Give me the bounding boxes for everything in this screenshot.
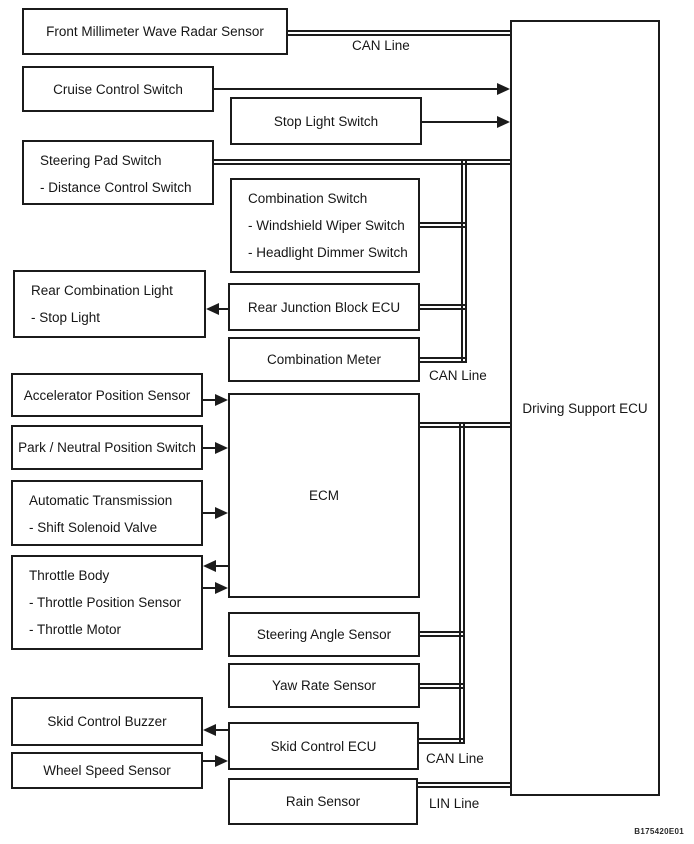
lin-line-rain-sensor-to-driving-support-ecu	[418, 782, 510, 788]
line-rear-junction-to-rear-combination-light	[218, 308, 228, 310]
can-branch-combination-switch	[420, 222, 467, 228]
node-combination-meter: Combination Meter	[228, 337, 420, 382]
node-cruise-control-switch: Cruise Control Switch	[22, 66, 214, 112]
node-ecm: ECM	[228, 393, 420, 598]
node-park-neutral-position-switch: Park / Neutral Position Switch	[11, 425, 203, 470]
node-skid-control-ecu: Skid Control ECU	[228, 722, 419, 770]
can-trunk-lower	[459, 422, 465, 744]
node-label: Driving Support ECU	[522, 400, 648, 416]
arrow-to-rear-combination-light-icon	[206, 303, 219, 315]
line-accelerator-sensor-to-ecm	[203, 399, 216, 401]
node-sublabel: - Windshield Wiper Switch	[248, 218, 405, 233]
node-label: Accelerator Position Sensor	[23, 387, 191, 403]
arrow-skid-control-ecu-to-buzzer-icon	[203, 724, 216, 736]
line-park-neutral-switch-to-ecm	[203, 447, 216, 449]
node-label: Yaw Rate Sensor	[271, 678, 377, 693]
node-label: Combination Meter	[266, 352, 382, 367]
arrow-wheel-speed-sensor-to-skid-control-ecu-icon	[215, 755, 228, 767]
can-branch-skid-control-ecu	[419, 738, 465, 744]
node-label: Stop Light Switch	[273, 113, 379, 129]
node-sublabel: - Shift Solenoid Valve	[29, 520, 158, 535]
line-skid-control-ecu-to-buzzer	[215, 729, 228, 731]
node-label: Automatic Transmission	[29, 493, 173, 508]
node-label: Cruise Control Switch	[53, 81, 183, 97]
node-rain-sensor: Rain Sensor	[228, 778, 418, 825]
arrow-cruise-to-driving-support-ecu-icon	[497, 83, 510, 95]
node-label: Throttle Body	[29, 568, 110, 583]
can-line-radar-to-driving-support-ecu	[288, 30, 510, 36]
line-ecm-to-throttle-body	[215, 565, 228, 567]
node-wheel-speed-sensor: Wheel Speed Sensor	[11, 752, 203, 789]
node-label: Park / Neutral Position Switch	[18, 440, 196, 455]
node-skid-control-buzzer: Skid Control Buzzer	[11, 697, 203, 746]
can-line-label-bottom: CAN Line	[426, 751, 484, 766]
node-steering-angle-sensor: Steering Angle Sensor	[228, 612, 420, 657]
node-label: Rear Junction Block ECU	[247, 299, 401, 315]
arrow-ecm-to-throttle-body-icon	[203, 560, 216, 572]
node-sublabel: - Headlight Dimmer Switch	[248, 245, 408, 260]
can-branch-rear-junction-block-ecu	[420, 304, 467, 310]
arrow-throttle-body-to-ecm-icon	[215, 582, 228, 594]
can-line-steering-pad-to-driving-support-ecu	[214, 159, 510, 165]
node-label: Steering Angle Sensor	[256, 627, 392, 642]
line-throttle-body-to-ecm	[203, 587, 216, 589]
node-throttle-body: Throttle Body - Throttle Position Sensor…	[11, 555, 203, 650]
arrow-stop-light-switch-to-driving-support-ecu-icon	[497, 116, 510, 128]
node-label: Steering Pad Switch	[40, 153, 162, 168]
node-stop-light-switch: Stop Light Switch	[230, 97, 422, 145]
node-label: Wheel Speed Sensor	[43, 763, 171, 778]
node-rear-combination-light: Rear Combination Light - Stop Light	[13, 270, 206, 338]
figure-code: B175420E01	[634, 827, 684, 836]
can-branch-yaw-rate-sensor	[420, 683, 465, 689]
node-automatic-transmission: Automatic Transmission - Shift Solenoid …	[11, 480, 203, 546]
node-sublabel: - Stop Light	[31, 310, 101, 325]
node-sublabel: - Throttle Position Sensor	[29, 595, 182, 610]
lin-line-label: LIN Line	[429, 796, 480, 811]
can-line-ecm-to-driving-support-ecu	[420, 422, 510, 428]
node-combination-switch: Combination Switch - Windshield Wiper Sw…	[230, 178, 420, 273]
arrow-automatic-transmission-to-ecm-icon	[215, 507, 228, 519]
node-driving-support-ecu: Driving Support ECU	[510, 20, 660, 796]
node-front-millimeter-wave-radar-sensor: Front Millimeter Wave Radar Sensor	[22, 8, 288, 55]
can-branch-combination-meter	[420, 357, 467, 363]
node-sublabel: - Distance Control Switch	[40, 180, 192, 195]
arrow-park-neutral-switch-to-ecm-icon	[215, 442, 228, 454]
node-yaw-rate-sensor: Yaw Rate Sensor	[228, 663, 420, 708]
node-label: Front Millimeter Wave Radar Sensor	[46, 24, 264, 39]
node-steering-pad-switch: Steering Pad Switch - Distance Control S…	[22, 140, 214, 205]
node-label: ECM	[309, 488, 339, 503]
can-branch-steering-angle-sensor	[420, 631, 465, 637]
node-label: Rain Sensor	[285, 794, 361, 809]
node-label: Skid Control Buzzer	[47, 714, 167, 729]
node-rear-junction-block-ecu: Rear Junction Block ECU	[228, 283, 420, 331]
line-cruise-to-driving-support-ecu	[214, 88, 497, 90]
can-line-label-middle: CAN Line	[429, 368, 487, 383]
line-wheel-speed-sensor-to-skid-control-ecu	[203, 760, 216, 762]
arrow-accelerator-sensor-to-ecm-icon	[215, 394, 228, 406]
node-accelerator-position-sensor: Accelerator Position Sensor	[11, 373, 203, 417]
node-label: Skid Control ECU	[270, 738, 377, 754]
can-trunk-upper	[461, 159, 467, 363]
node-label: Rear Combination Light	[31, 283, 173, 298]
can-line-label-top: CAN Line	[352, 38, 410, 53]
node-sublabel: - Throttle Motor	[29, 622, 122, 637]
node-label: Combination Switch	[248, 191, 368, 206]
line-automatic-transmission-to-ecm	[203, 512, 216, 514]
line-stop-light-switch-to-driving-support-ecu	[422, 121, 497, 123]
